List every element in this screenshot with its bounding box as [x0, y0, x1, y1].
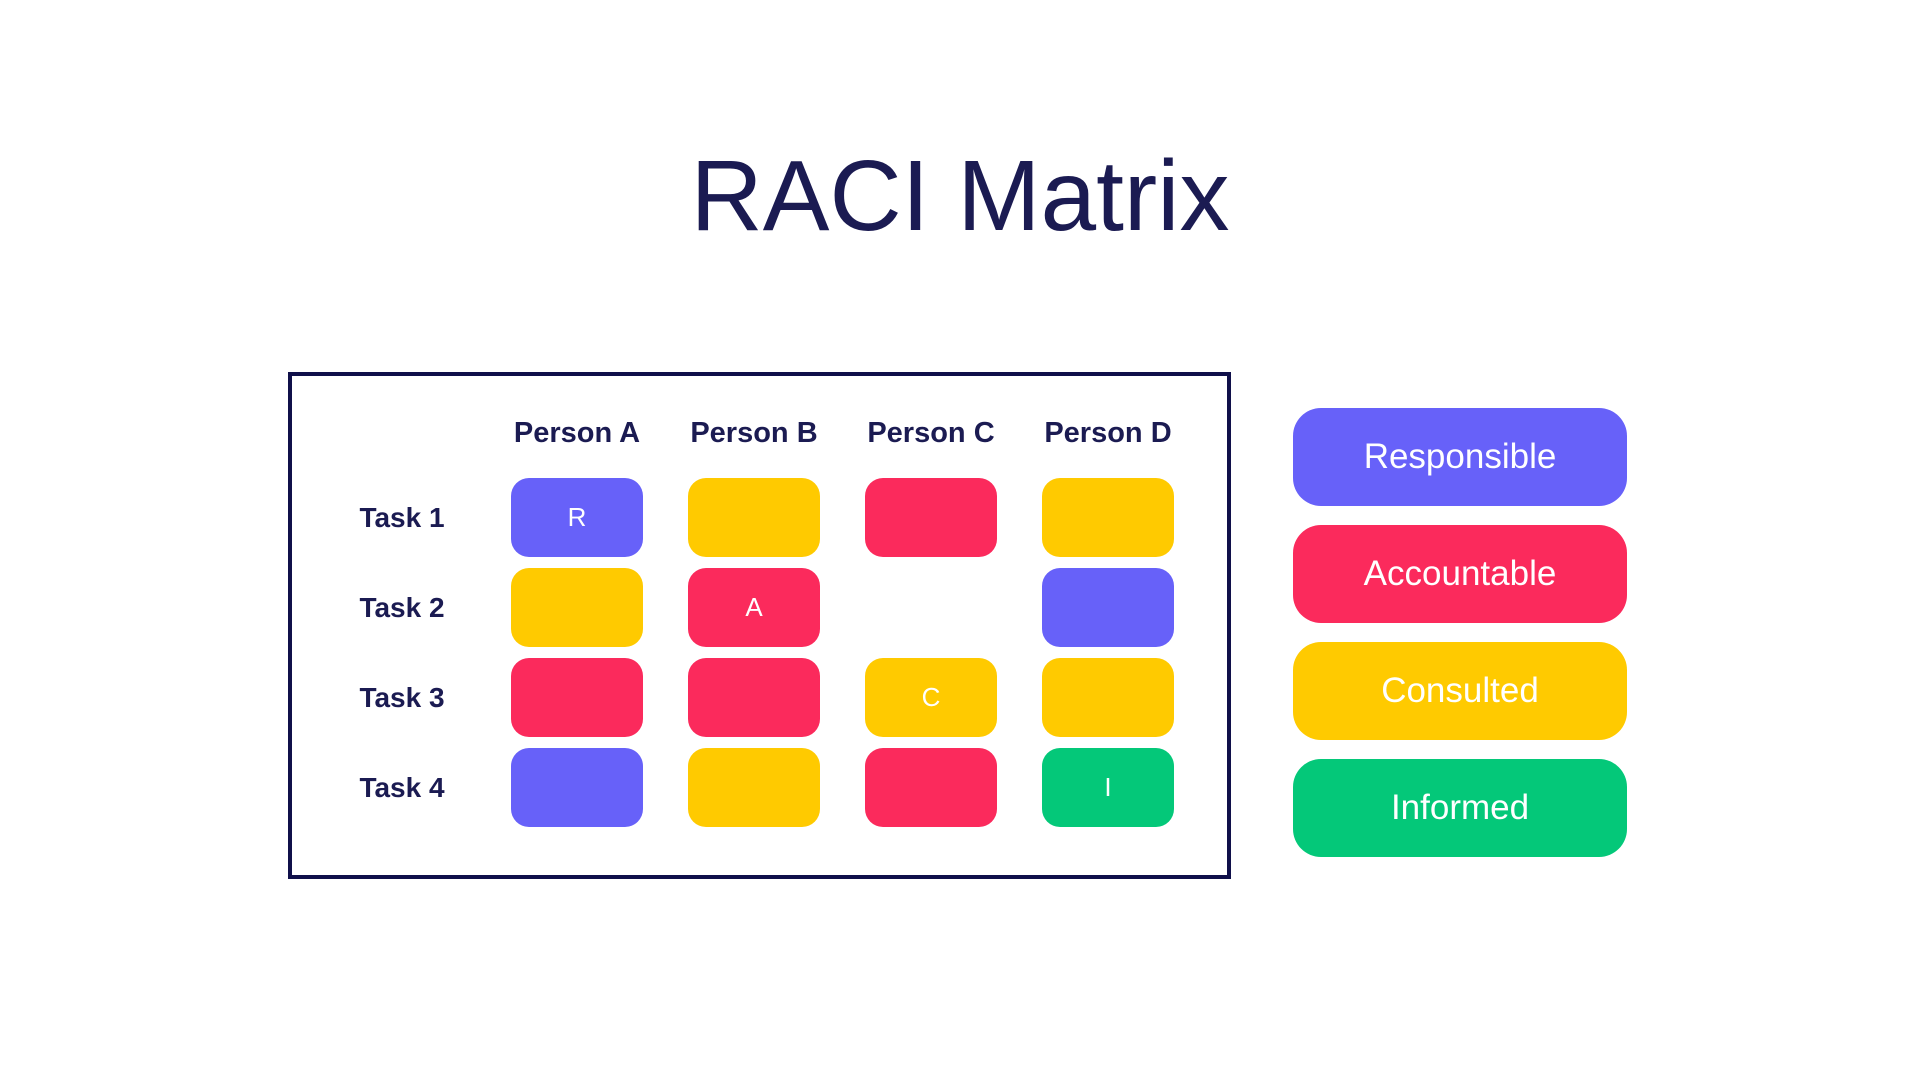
raci-cell-task4-persona: [511, 748, 643, 827]
raci-cell-task3-persona: [511, 658, 643, 737]
cell-letter: I: [1104, 772, 1112, 802]
cell-letter: C: [921, 682, 941, 712]
column-header-3: Person C: [867, 417, 995, 449]
task-label-4: Task 4: [359, 771, 445, 803]
raci-cell-task2-persona: [511, 568, 643, 647]
page-title: RACI Matrix: [690, 140, 1230, 252]
column-header-1: Person A: [513, 417, 641, 449]
legend-pill-consulted: Consulted: [1293, 642, 1627, 740]
raci-cell-task2-personb: A: [688, 568, 820, 647]
task-label-3: Task 3: [359, 681, 445, 713]
raci-cell-task1-persond: [1042, 478, 1174, 557]
legend-label: Accountable: [1363, 554, 1557, 593]
column-header-4: Person D: [1044, 417, 1172, 449]
legend-label: Informed: [1390, 788, 1530, 827]
matrix-box: Person A Person B Person C Person D Task 1 Ta…: [288, 372, 1231, 879]
raci-cell-task3-personc: C: [865, 658, 997, 737]
legend-pill-informed: Informed: [1293, 759, 1627, 857]
raci-cell-task2-persond: [1042, 568, 1174, 647]
legend-pill-responsible: Responsible: [1293, 408, 1627, 506]
cell-letter: A: [745, 592, 763, 622]
raci-cell-task3-persond: [1042, 658, 1174, 737]
task-label-1: Task 1: [359, 501, 445, 533]
raci-cell-task4-personb: [688, 748, 820, 827]
legend-pill-accountable: Accountable: [1293, 525, 1627, 623]
raci-cell-task4-persond: I: [1042, 748, 1174, 827]
legend-label: Responsible: [1363, 437, 1557, 476]
raci-cell-task1-personc: [865, 478, 997, 557]
raci-cell-task1-personb: [688, 478, 820, 557]
column-header-2: Person B: [690, 417, 818, 449]
raci-cell-task1-persona: R: [511, 478, 643, 557]
cell-letter: R: [567, 502, 587, 532]
raci-cell-task3-personb: [688, 658, 820, 737]
legend-label: Consulted: [1381, 671, 1539, 710]
raci-cell-task4-personc: [865, 748, 997, 827]
task-label-2: Task 2: [359, 591, 445, 623]
